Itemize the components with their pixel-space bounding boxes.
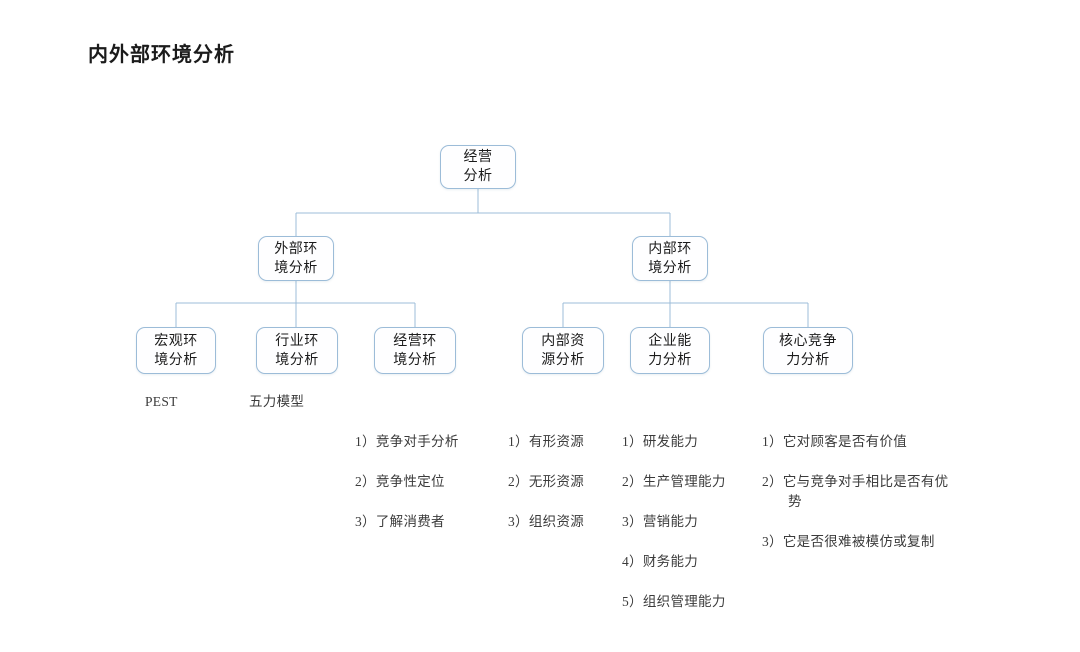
list-item: 1）它对顾客是否有价值	[762, 434, 908, 449]
connector-lines	[175, 189, 809, 327]
node-internal-resources-analysis[interactable]: 内部资 源分析	[522, 327, 604, 374]
list-item: 1）研发能力	[622, 434, 699, 449]
list-item: 2）它与竞争对手相比是否有优势	[762, 474, 949, 509]
list-item: 4）财务能力	[622, 554, 699, 569]
annotation-list: 1）它对顾客是否有价值 2）它与竞争对手相比是否有优势 3）它是否很难被模仿或复…	[762, 412, 952, 572]
annotation-industry-five-forces: 五力模型	[249, 394, 305, 409]
list-item: 3）组织资源	[508, 514, 585, 529]
list-item: 5）组织管理能力	[622, 594, 726, 609]
annotation-list: 1）竞争对手分析 2）竞争性定位 3）了解消费者	[355, 412, 495, 552]
annotation-list: 1）有形资源 2）无形资源 3）组织资源	[508, 412, 626, 552]
node-operating-environment-analysis[interactable]: 经营环 境分析	[374, 327, 456, 374]
list-item: 2）竞争性定位	[355, 474, 445, 489]
annotation-list: 1）研发能力 2）生产管理能力 3）营销能力 4）财务能力 5）组织管理能力	[622, 412, 762, 632]
list-item: 3）它是否很难被模仿或复制	[762, 534, 935, 549]
org-chart-diagram: 经营 分析 外部环 境分析 内部环 境分析 宏观环 境分析 行业环 境分析 经营…	[136, 145, 952, 609]
node-external-environment-analysis[interactable]: 外部环 境分析	[258, 236, 334, 281]
annotation-core-competence-list: 1）它对顾客是否有价值 2）它与竞争对手相比是否有优势 3）它是否很难被模仿或复…	[762, 392, 952, 592]
node-root-business-analysis[interactable]: 经营 分析	[440, 145, 516, 189]
annotation-resources-list: 1）有形资源 2）无形资源 3）组织资源	[508, 392, 626, 572]
node-core-competence-analysis[interactable]: 核心竞争 力分析	[763, 327, 853, 374]
list-item: 2）生产管理能力	[622, 474, 726, 489]
list-item: 2）无形资源	[508, 474, 585, 489]
node-internal-environment-analysis[interactable]: 内部环 境分析	[632, 236, 708, 281]
list-item: 1）竞争对手分析	[355, 434, 459, 449]
page-title: 内外部环境分析	[88, 44, 235, 66]
list-item: 3）营销能力	[622, 514, 699, 529]
annotation-capability-list: 1）研发能力 2）生产管理能力 3）营销能力 4）财务能力 5）组织管理能力	[622, 392, 762, 652]
node-macro-environment-analysis[interactable]: 宏观环 境分析	[136, 327, 216, 374]
annotation-macro-pest: PEST	[145, 394, 178, 409]
list-item: 3）了解消费者	[355, 514, 445, 529]
node-industry-environment-analysis[interactable]: 行业环 境分析	[256, 327, 338, 374]
list-item: 1）有形资源	[508, 434, 585, 449]
annotation-operating-list: 1）竞争对手分析 2）竞争性定位 3）了解消费者	[355, 392, 495, 572]
node-enterprise-capability-analysis[interactable]: 企业能 力分析	[630, 327, 710, 374]
